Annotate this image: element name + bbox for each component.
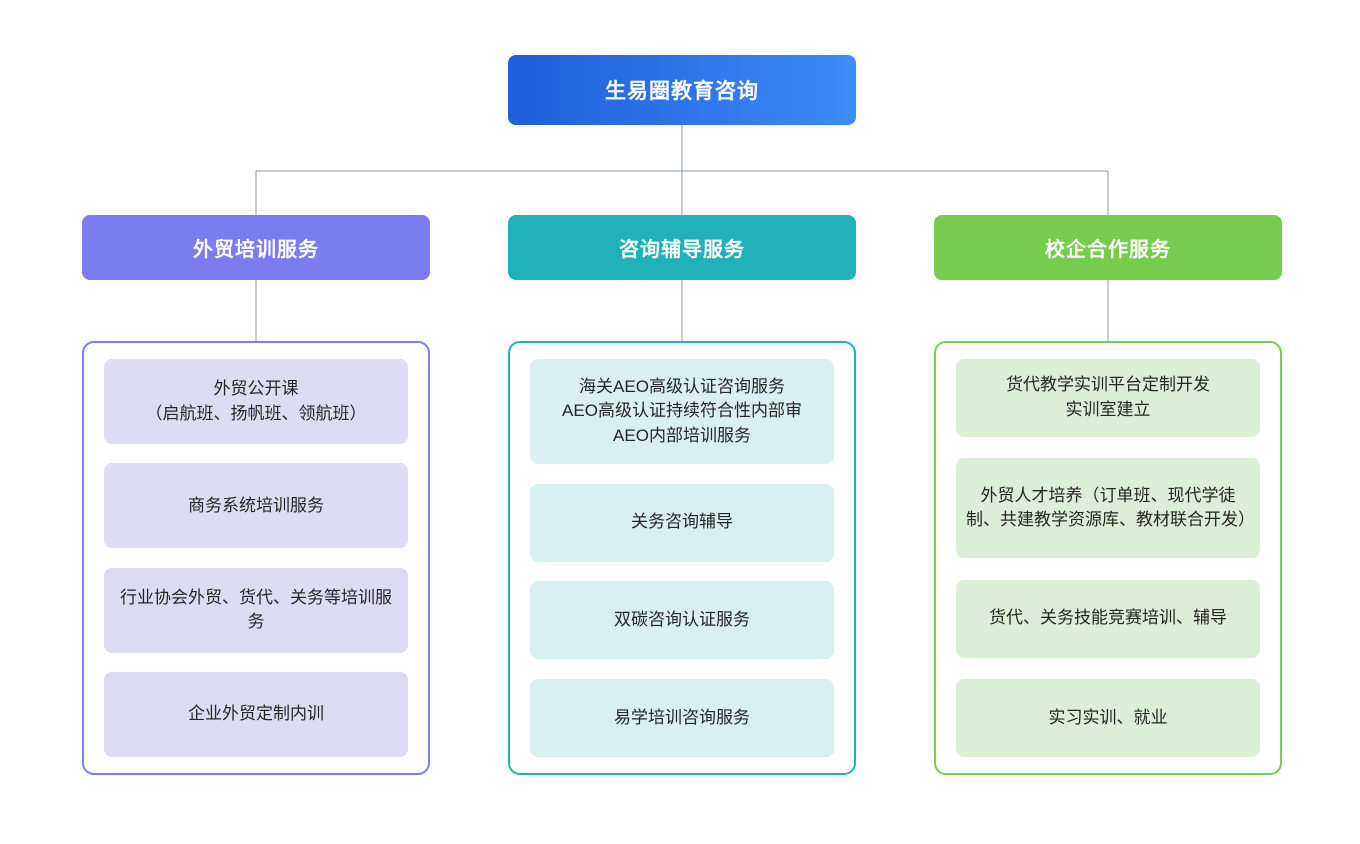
- panel-card-label-2-2: 货代、关务技能竞赛培训、辅导: [989, 608, 1227, 628]
- root-node-label: 生易圈教育咨询: [605, 80, 759, 103]
- branch-panel-2: 货代教学实训平台定制开发 实训室建立 外贸人才培养（订单班、现代学徒制、共建教学…: [934, 341, 1282, 775]
- panel-card-0-1[interactable]: 商务系统培训服务: [104, 463, 408, 549]
- branch-panel-1: 海关AEO高级认证咨询服务 AEO高级认证持续符合性内部审 AEO内部培训服务 …: [508, 341, 856, 775]
- branch-header-2[interactable]: 校企合作服务: [934, 215, 1282, 280]
- branch-header-0[interactable]: 外贸培训服务: [82, 215, 430, 280]
- branch-header-1[interactable]: 咨询辅导服务: [508, 215, 856, 280]
- branch-header-label-2: 校企合作服务: [1045, 239, 1171, 261]
- panel-card-2-2[interactable]: 货代、关务技能竞赛培训、辅导: [956, 579, 1260, 658]
- panel-card-label-1-3: 易学培训咨询服务: [614, 707, 750, 727]
- panel-card-label-1-1: 关务咨询辅导: [631, 512, 733, 532]
- panel-card-label-2-0: 货代教学实训平台定制开发 实训室建立: [1006, 375, 1210, 419]
- panel-card-label-1-2: 双碳咨询认证服务: [614, 609, 750, 629]
- panel-card-label-2-3: 实习实训、就业: [1048, 707, 1168, 727]
- panel-card-1-0[interactable]: 海关AEO高级认证咨询服务 AEO高级认证持续符合性内部审 AEO内部培训服务: [530, 359, 834, 464]
- panel-card-label-0-0: 外贸公开课 （启航班、扬帆班、领航班）: [145, 378, 367, 423]
- branch-header-label-0: 外贸培训服务: [193, 239, 319, 261]
- panel-card-2-0[interactable]: 货代教学实训平台定制开发 实训室建立: [956, 359, 1260, 437]
- panel-card-label-0-3: 企业外贸定制内训: [188, 704, 324, 724]
- panel-card-label-2-1: 外贸人才培养（订单班、现代学徒制、共建教学资源库、教材联合开发）: [966, 485, 1255, 530]
- panel-card-label-0-1: 商务系统培训服务: [188, 495, 324, 515]
- panel-card-0-3[interactable]: 企业外贸定制内训: [104, 671, 408, 757]
- panel-card-label-1-0: 海关AEO高级认证咨询服务 AEO高级认证持续符合性内部审 AEO内部培训服务: [562, 376, 802, 445]
- panel-card-0-2[interactable]: 行业协会外贸、货代、关务等培训服务: [104, 567, 408, 653]
- panel-card-2-3[interactable]: 实习实训、就业: [956, 678, 1260, 757]
- panel-card-0-0[interactable]: 外贸公开课 （启航班、扬帆班、领航班）: [104, 359, 408, 444]
- panel-card-label-0-2: 行业协会外贸、货代、关务等培训服务: [120, 587, 392, 632]
- panel-card-1-3[interactable]: 易学培训咨询服务: [530, 678, 834, 757]
- panel-card-1-1[interactable]: 关务咨询辅导: [530, 483, 834, 562]
- branch-header-label-1: 咨询辅导服务: [619, 239, 745, 261]
- panel-card-2-1[interactable]: 外贸人才培养（订单班、现代学徒制、共建教学资源库、教材联合开发）: [956, 458, 1260, 559]
- root-node[interactable]: 生易圈教育咨询: [508, 55, 856, 125]
- panel-card-1-2[interactable]: 双碳咨询认证服务: [530, 581, 834, 660]
- branch-panel-0: 外贸公开课 （启航班、扬帆班、领航班） 商务系统培训服务 行业协会外贸、货代、关…: [82, 341, 430, 775]
